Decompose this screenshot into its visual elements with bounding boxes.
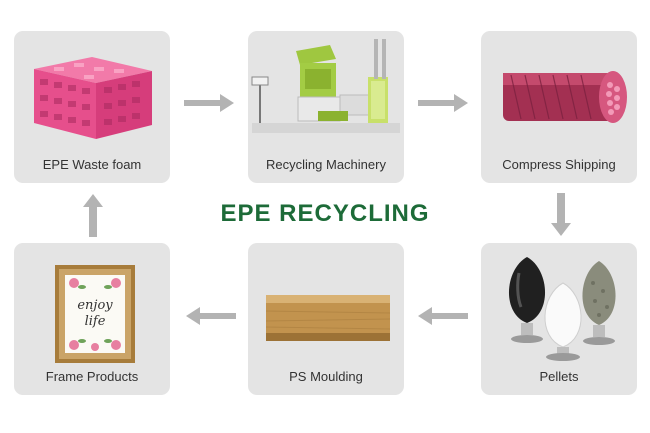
picture-frame-image: enjoy life	[55, 265, 135, 363]
step-label: Recycling Machinery	[266, 157, 386, 172]
arrow-right-icon	[184, 94, 234, 112]
step-label: PS Moulding	[289, 369, 363, 384]
arrow-down-icon	[551, 193, 571, 236]
step-card-compress-shipping: Compress Shipping	[481, 31, 637, 183]
moulding-strip-image	[265, 295, 391, 341]
step-card-frame-products: enjoy life Frame Products	[14, 243, 170, 395]
arrow-left-icon	[186, 307, 236, 325]
pellet-samples-image	[508, 257, 616, 361]
compressed-foam-log-image	[503, 71, 627, 123]
frame-text-line2: life	[85, 314, 106, 329]
step-card-ps-moulding: PS Moulding	[248, 243, 404, 395]
step-card-pellets: Pellets	[481, 243, 637, 395]
recycling-machine-image	[251, 39, 400, 133]
step-label: Compress Shipping	[502, 157, 616, 172]
pink-foam-stack-image	[34, 57, 152, 139]
step-card-recycling-machinery: Recycling Machinery	[248, 31, 404, 183]
arrow-right-icon	[418, 94, 468, 112]
arrow-up-icon	[83, 194, 103, 237]
diagram-title: EPE RECYCLING	[220, 200, 430, 227]
step-label: EPE Waste foam	[42, 157, 142, 172]
arrow-left-icon	[418, 307, 468, 325]
step-card-epe-waste-foam: EPE Waste foam	[14, 31, 170, 183]
step-label: Frame Products	[45, 369, 139, 384]
step-label: Pellets	[539, 369, 579, 384]
frame-text-line1: enjoy	[77, 298, 113, 313]
